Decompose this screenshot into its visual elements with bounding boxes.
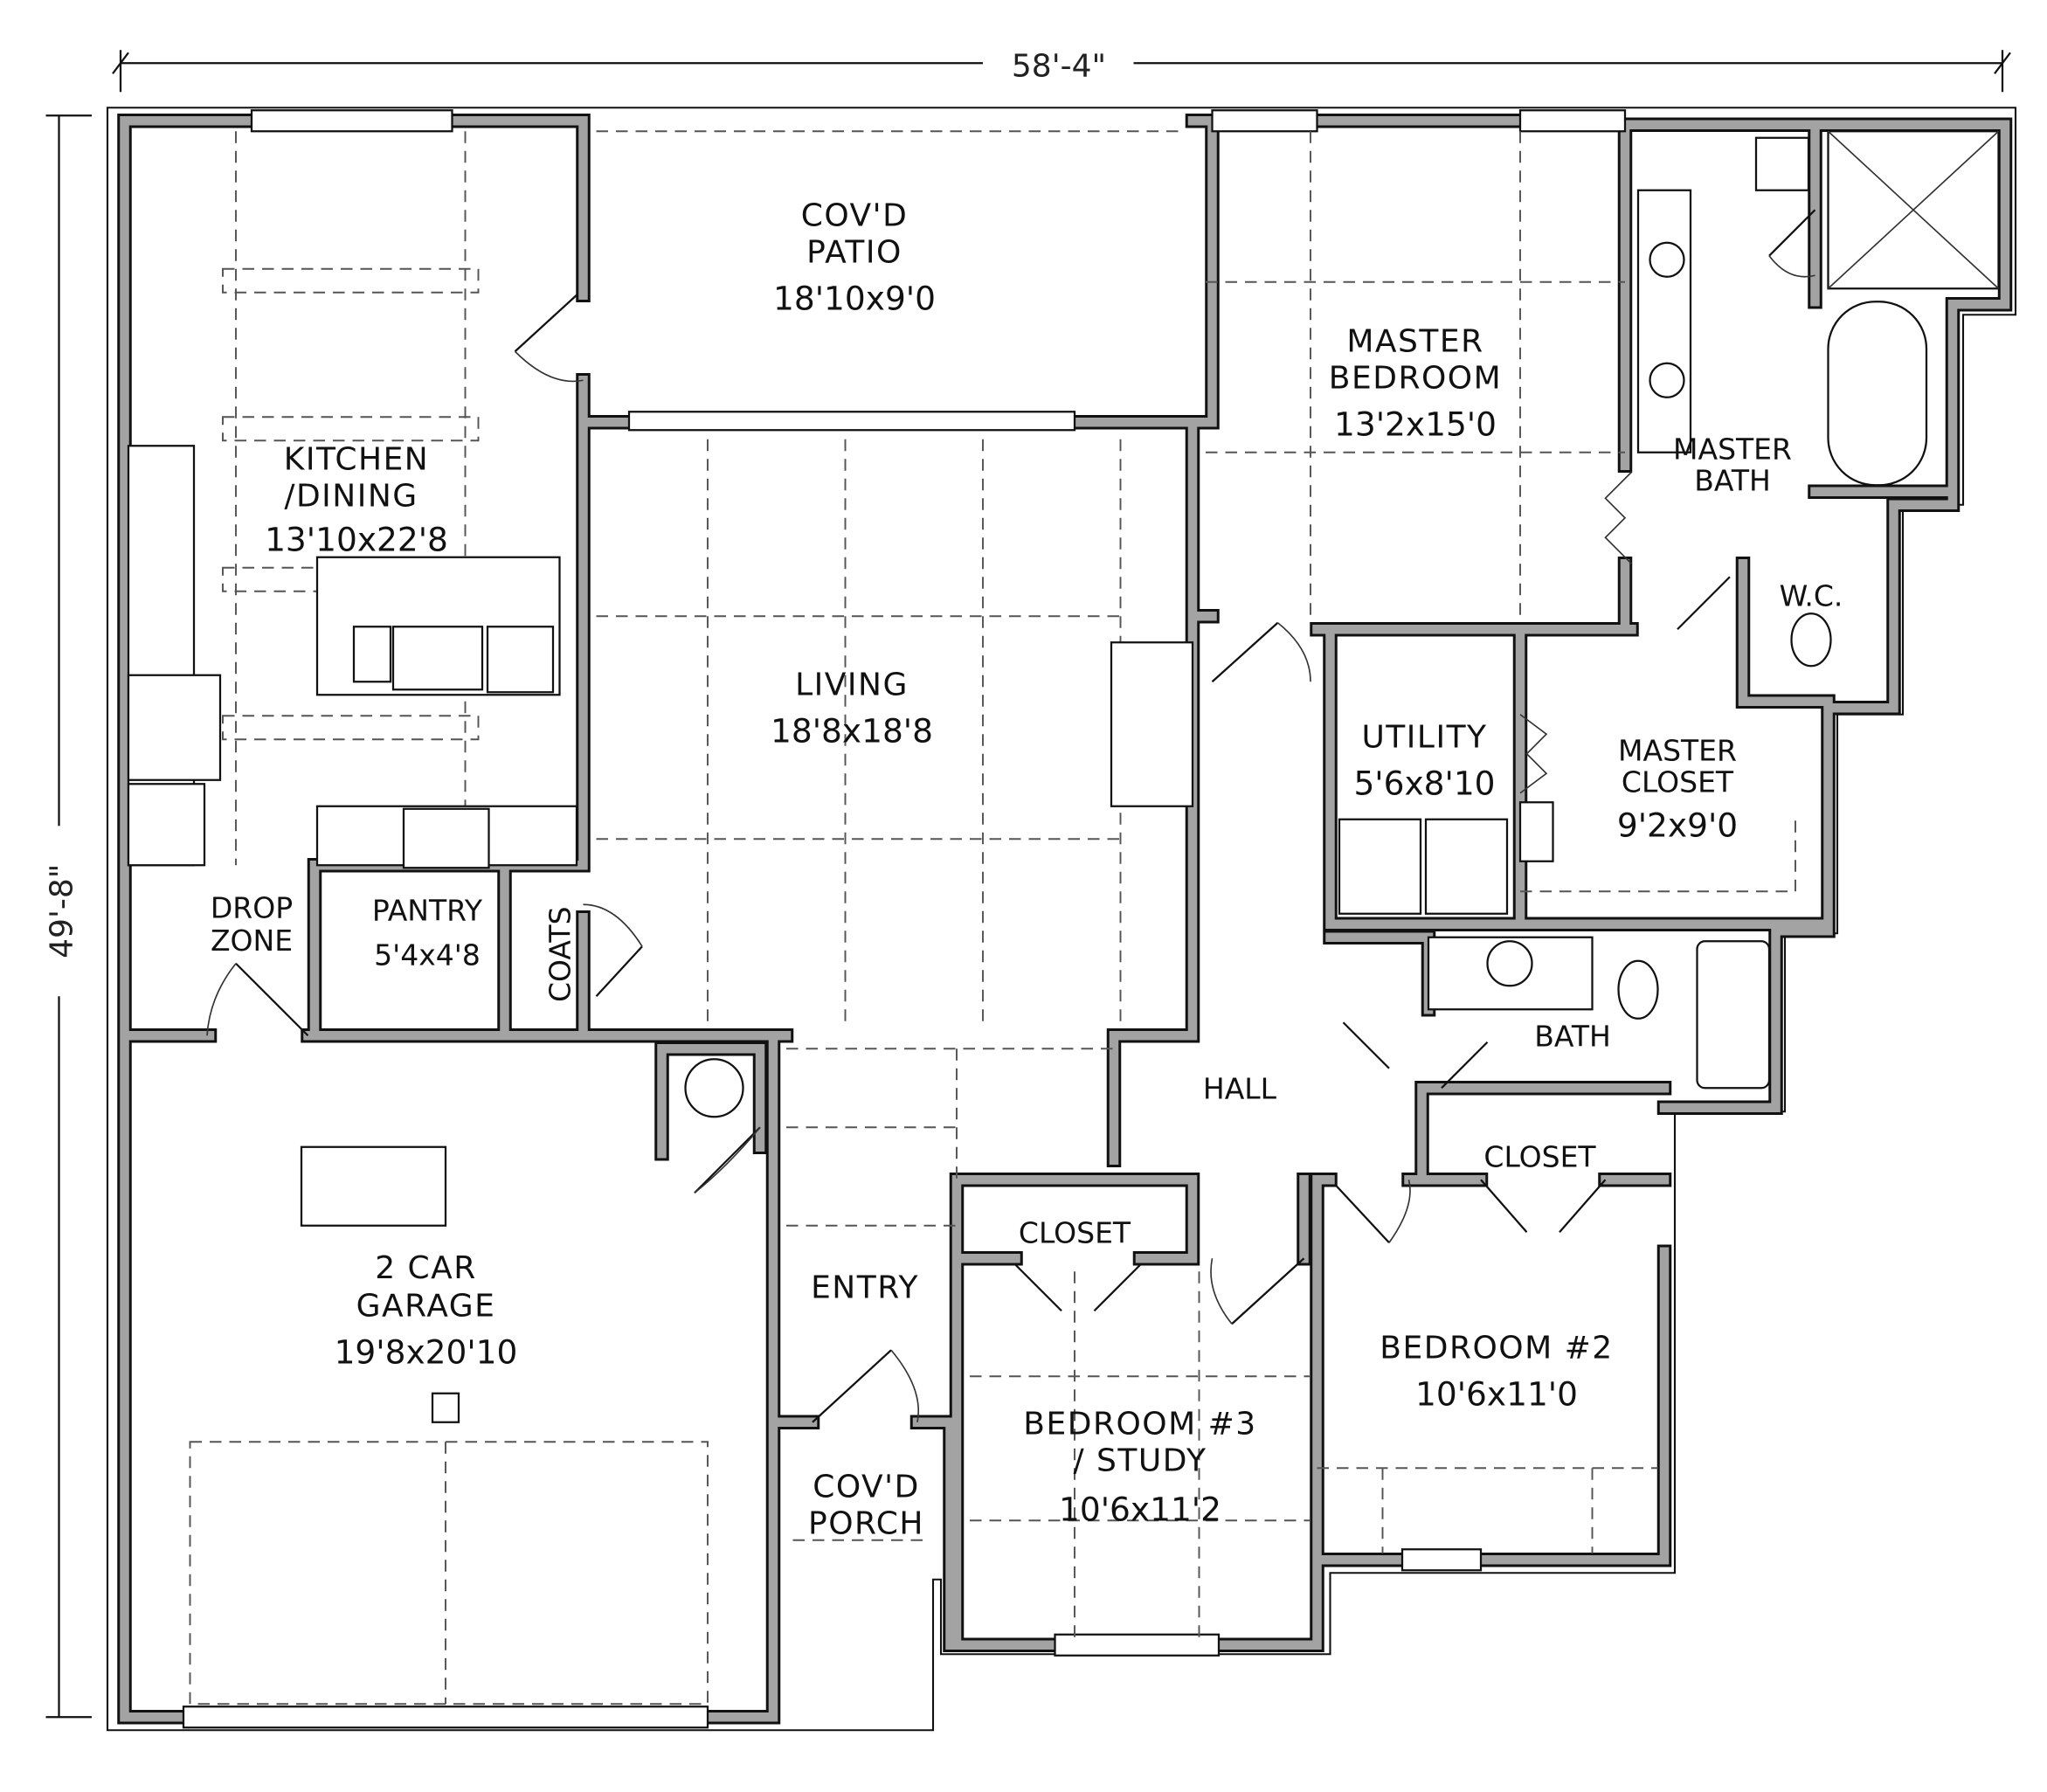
doors (206, 209, 1816, 1423)
bedroom2-size: 10'6x11'0 (1415, 1374, 1578, 1413)
bathtub (1696, 940, 1771, 1090)
washer (1338, 818, 1422, 915)
master-bedroom-label-2: BEDROOM (1329, 360, 1502, 396)
depth-dimension: 49'-8" (45, 114, 92, 1719)
garage-storage (300, 1145, 447, 1227)
pantry-label: PANTRY (372, 893, 483, 927)
garage-size: 19'8x20'10 (335, 1332, 518, 1371)
depth-dimension-label: 49'-8" (45, 864, 80, 958)
kitchen-label-2: /DINING (284, 478, 418, 514)
master-closet-label: MASTER (1618, 733, 1737, 767)
utility-size: 5'6x8'10 (1353, 764, 1495, 802)
windows (182, 109, 1627, 1729)
room-labels: COV'D PATIO 18'10x9'0 KITCHEN /DINING 13… (211, 197, 1843, 1541)
master-closet-label-2: CLOSET (1622, 765, 1734, 799)
entry-label: ENTRY (811, 1270, 919, 1305)
wc-label: W.C. (1780, 578, 1843, 612)
water-heater (684, 1058, 744, 1118)
fireplace (1110, 641, 1194, 807)
master-closet-size: 9'2x9'0 (1617, 806, 1738, 844)
utility-label: UTILITY (1361, 719, 1487, 755)
fixtures (127, 130, 2000, 1423)
master-bath-label-2: BATH (1694, 463, 1771, 497)
kitchen-size: 13'10x22'8 (265, 520, 448, 558)
bedroom2-label: BEDROOM #2 (1380, 1330, 1613, 1366)
porch-label-2: PORCH (808, 1505, 924, 1541)
kitchen-label: KITCHEN (284, 441, 430, 477)
living-label: LIVING (795, 667, 909, 702)
bath-toilet (1617, 959, 1659, 1020)
patio-label-2: PATIO (806, 234, 902, 270)
width-dimension: 58'-4" (112, 48, 2011, 93)
drop-zone-label-2: ZONE (211, 924, 293, 958)
coats-label: COATS (543, 906, 577, 1002)
garage-label-2: GARAGE (356, 1288, 496, 1324)
exterior-outline (106, 107, 2017, 1732)
living-size: 18'8x18'8 (771, 711, 933, 750)
range-stove (402, 807, 490, 869)
soaking-tub (1827, 301, 1928, 487)
refrigerator (127, 674, 222, 781)
closet-bed2-label: CLOSET (1483, 1139, 1596, 1173)
bedroom3-label-2: / STUDY (1073, 1443, 1207, 1478)
master-bedroom-size: 13'2x15'0 (1334, 405, 1497, 443)
bath-label: BATH (1534, 1019, 1611, 1053)
hall-label: HALL (1203, 1071, 1277, 1105)
master-bath-label: MASTER (1673, 432, 1792, 466)
pantry-size: 5'4x4'8 (374, 938, 481, 972)
wc-toilet (1790, 612, 1832, 668)
porch-label: COV'D (813, 1469, 920, 1505)
width-dimension-label: 58'-4" (1012, 48, 1106, 84)
kitchen-sink (391, 626, 484, 691)
bedroom3-label: BEDROOM #3 (1023, 1406, 1256, 1442)
drop-zone-label: DROP (211, 890, 293, 924)
dryer (1424, 818, 1509, 915)
garage-label: 2 CAR (375, 1250, 477, 1286)
master-bedroom-label: MASTER (1346, 323, 1483, 359)
patio-label: COV'D (801, 197, 909, 233)
master-vanity (1636, 189, 1692, 453)
closet-bed3-label: CLOSET (1019, 1215, 1131, 1249)
bedroom3-size: 10'6x11'2 (1059, 1490, 1221, 1528)
patio-size: 18'10x9'0 (773, 279, 936, 317)
